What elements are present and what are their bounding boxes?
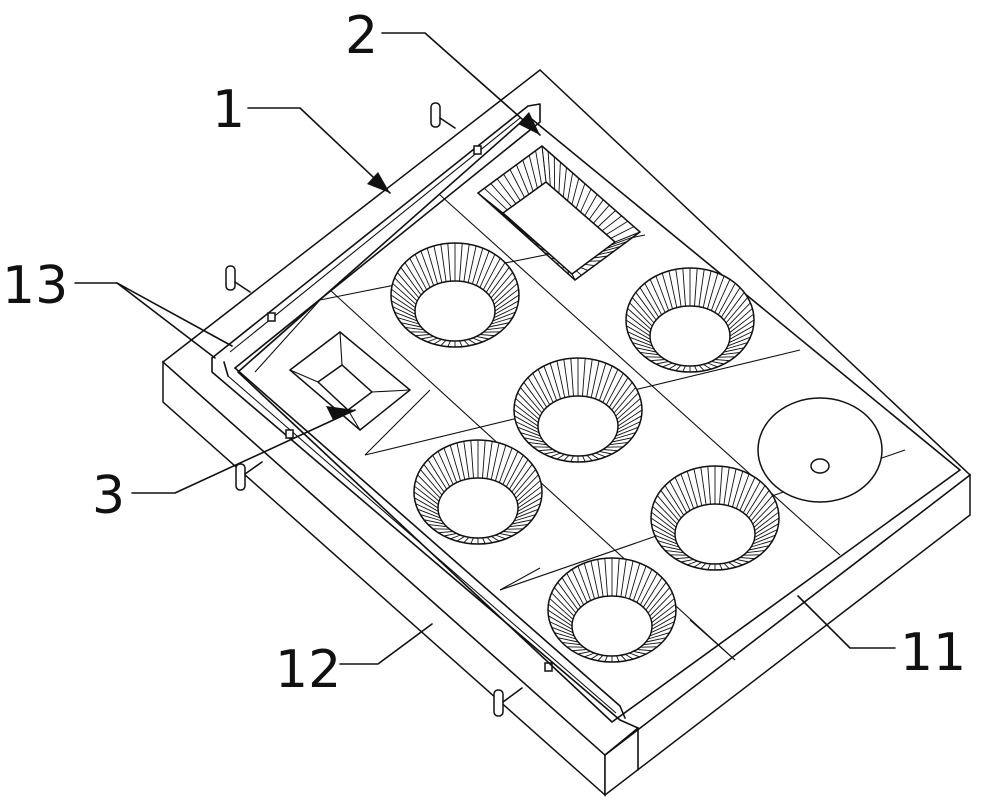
round-flat-cavity	[758, 398, 882, 502]
oval-fluted-cavity	[548, 558, 676, 662]
oval-fluted-cavity	[391, 243, 519, 347]
label-13: 13	[2, 256, 68, 316]
pin-top	[431, 103, 455, 128]
label-3: 3	[92, 466, 125, 526]
oval-fluted-cavity	[414, 440, 542, 544]
oval-fluted-cavity	[514, 358, 642, 462]
label-12: 12	[275, 640, 341, 700]
label-11: 11	[900, 623, 966, 683]
label-1: 1	[212, 80, 245, 140]
oval-fluted-cavity	[626, 268, 754, 372]
oval-fluted-cavity	[651, 466, 779, 570]
pin-left-upper	[226, 266, 250, 292]
label-2: 2	[345, 6, 378, 66]
